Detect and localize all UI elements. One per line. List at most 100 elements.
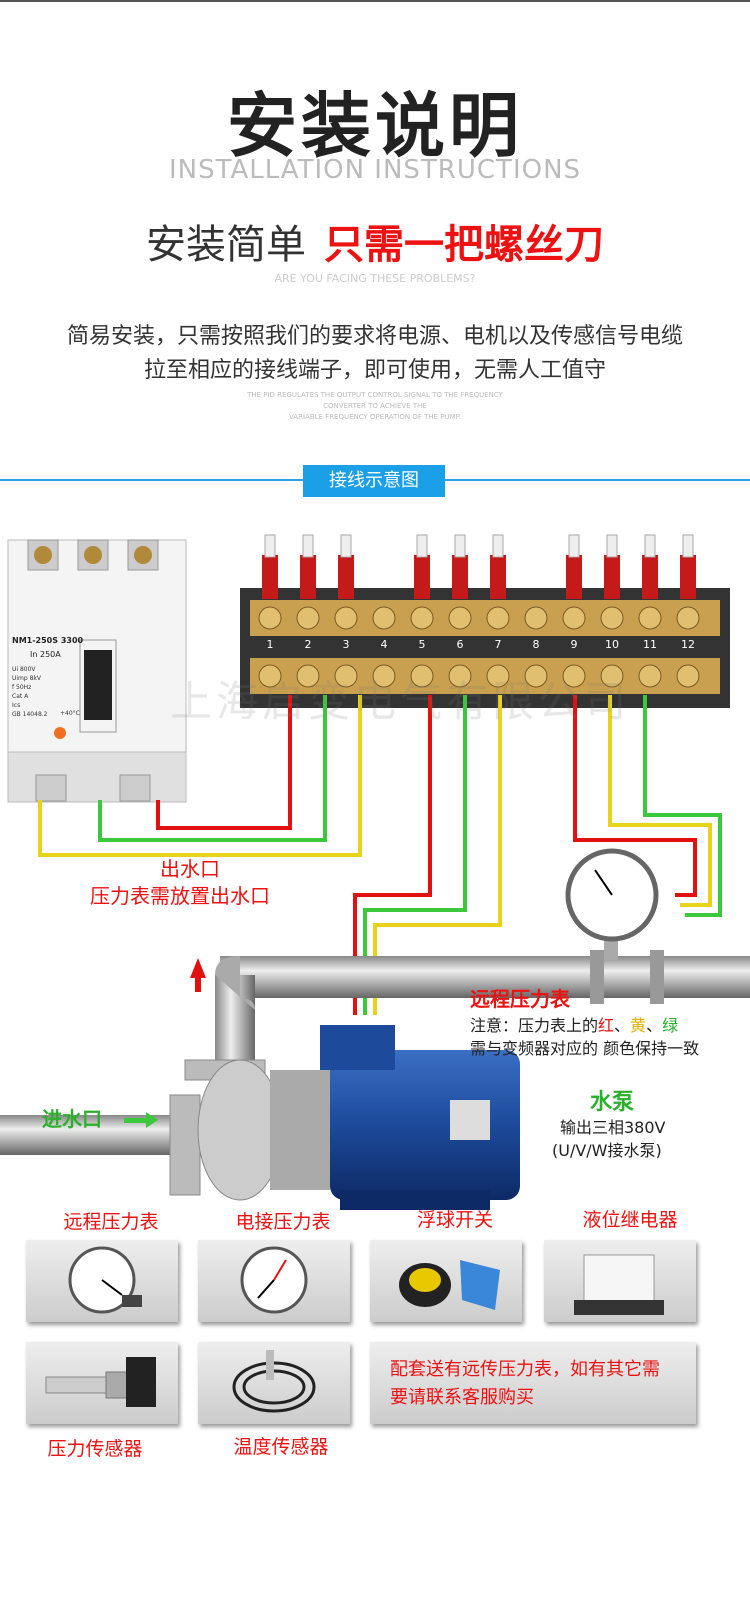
cable-lug: [262, 555, 278, 599]
terminal-screw: [600, 664, 624, 688]
remote-gauge-icon: [68, 1246, 142, 1314]
product-label-contact-gauge: 电接压力表: [235, 1211, 331, 1233]
terminal-screw: [334, 606, 358, 630]
product-card-level-relay[interactable]: [544, 1240, 696, 1322]
terminal-number: 9: [570, 638, 578, 651]
pump-spec-1: 输出三相380V: [560, 1118, 666, 1137]
cable-lug: [452, 555, 468, 599]
terminal-screw: [410, 606, 434, 630]
terminal-block: [240, 588, 730, 708]
tagline-left: 安装简单: [146, 222, 306, 268]
cable: [454, 534, 466, 558]
product-label-pressure-sensor: 压力传感器: [47, 1438, 143, 1460]
product-card-remote-gauge[interactable]: [26, 1240, 178, 1322]
cable: [302, 534, 314, 558]
water-pump: [197, 1025, 520, 1210]
product-label-remote-gauge: 远程压力表: [63, 1211, 159, 1233]
tiny-caption: THE PID REGULATES THE OUTPUT CONTROL SIG…: [0, 390, 750, 423]
inlet-label: 进水口: [42, 1107, 102, 1131]
cable-lug: [300, 555, 316, 599]
terminal-number: 4: [380, 638, 388, 651]
cable-lug: [604, 555, 620, 599]
cable: [340, 534, 352, 558]
float-switch-icon: [399, 1260, 500, 1310]
cable: [682, 534, 694, 558]
terminal-number: 8: [532, 638, 540, 651]
product-card-contact-gauge[interactable]: [198, 1240, 350, 1322]
terminal-screw: [296, 664, 320, 688]
terminal-screw: [486, 664, 510, 688]
cable-lug: [642, 555, 658, 599]
cable-lug: [680, 555, 696, 599]
cable-lug: [338, 555, 354, 599]
circuit-breaker: [7, 539, 187, 803]
pressure-sensor-icon: [45, 1357, 156, 1407]
terminal-screw: [258, 606, 282, 630]
product-label-temperature-sensor: 温度传感器: [233, 1436, 329, 1458]
terminal-number: 11: [643, 638, 657, 651]
breaker-temp: +40°C: [60, 710, 80, 717]
outlet-label: 出水口: [160, 857, 220, 881]
product-card-pressure-sensor[interactable]: [26, 1342, 178, 1424]
cable: [568, 534, 580, 558]
product-card-temperature-sensor[interactable]: [198, 1342, 350, 1424]
cable: [644, 534, 656, 558]
description-line-1: 简易安装，只需按照我们的要求将电源、电机以及传感信号电缆: [66, 324, 683, 349]
cable: [264, 534, 276, 558]
terminal-screw: [372, 606, 396, 630]
terminal-screw: [524, 606, 548, 630]
terminal-number: 5: [418, 638, 426, 651]
terminal-number: 7: [494, 638, 502, 651]
terminal-screw: [296, 606, 320, 630]
terminal-screw: [676, 606, 700, 630]
tagline: 安装简单只需一把螺丝刀: [0, 212, 750, 270]
small-caption: ARE YOU FACING THESE PROBLEMS?: [274, 272, 476, 285]
promo-text: 配套送有远传压力表，如有其它需 要请联系客服购买: [390, 1359, 660, 1408]
cable: [492, 534, 504, 558]
terminal-number: 6: [456, 638, 464, 651]
terminal-number: 3: [342, 638, 350, 651]
cable-lug: [414, 555, 430, 599]
tiny-line-3: VARIABLE FREQUENCY OPERATION OF THE PUMP…: [288, 413, 462, 421]
outlet-note: 压力表需放置出水口: [90, 884, 270, 908]
breaker-rating: In 250A: [30, 650, 61, 659]
cable-lugs: [262, 534, 696, 599]
page-subtitle: INSTALLATION INSTRUCTIONS: [168, 155, 582, 185]
contact-gauge-icon: [240, 1246, 308, 1314]
terminal-number: 2: [304, 638, 312, 651]
cable: [416, 534, 428, 558]
promo-card: 配套送有远传压力表，如有其它需 要请联系客服购买: [370, 1342, 696, 1424]
product-card-float-switch[interactable]: [370, 1240, 522, 1322]
outlet-arrow-icon: [190, 958, 206, 978]
temperature-sensor-icon: [232, 1350, 316, 1413]
description-line-2: 拉至相应的接线端子，即可使用，无需人工值守: [143, 358, 606, 383]
terminal-screw: [676, 664, 700, 688]
terminal-screw: [600, 606, 624, 630]
top-border: [0, 0, 750, 2]
tiny-line-1: THE PID REGULATES THE OUTPUT CONTROL SIG…: [247, 391, 503, 399]
terminal-screw: [410, 664, 434, 688]
terminal-screw: [448, 664, 472, 688]
terminal-number: 12: [681, 638, 695, 651]
pump-spec-2: (U/V/W接水泵): [552, 1141, 662, 1160]
pressure-gauge: [565, 848, 659, 960]
terminal-screw: [638, 664, 662, 688]
section-badge: 接线示意图: [303, 465, 445, 497]
tiny-line-2: CONVERTER TO ACHIEVE THE: [323, 402, 427, 410]
cable: [606, 534, 618, 558]
terminal-screw: [258, 664, 282, 688]
cable-lug: [566, 555, 582, 599]
product-label-level-relay: 液位继电器: [582, 1209, 678, 1231]
terminal-number: 1: [266, 638, 274, 651]
terminal-screw: [448, 606, 472, 630]
terminal-number: 10: [605, 638, 619, 651]
page-title: 安装说明: [227, 85, 523, 167]
inlet-arrow-shaft: [124, 1118, 146, 1123]
cable-lug: [490, 555, 506, 599]
tagline-right: 只需一把螺丝刀: [324, 222, 604, 268]
terminal-screw: [486, 606, 510, 630]
terminal-screw: [638, 606, 662, 630]
terminal-screw: [562, 606, 586, 630]
